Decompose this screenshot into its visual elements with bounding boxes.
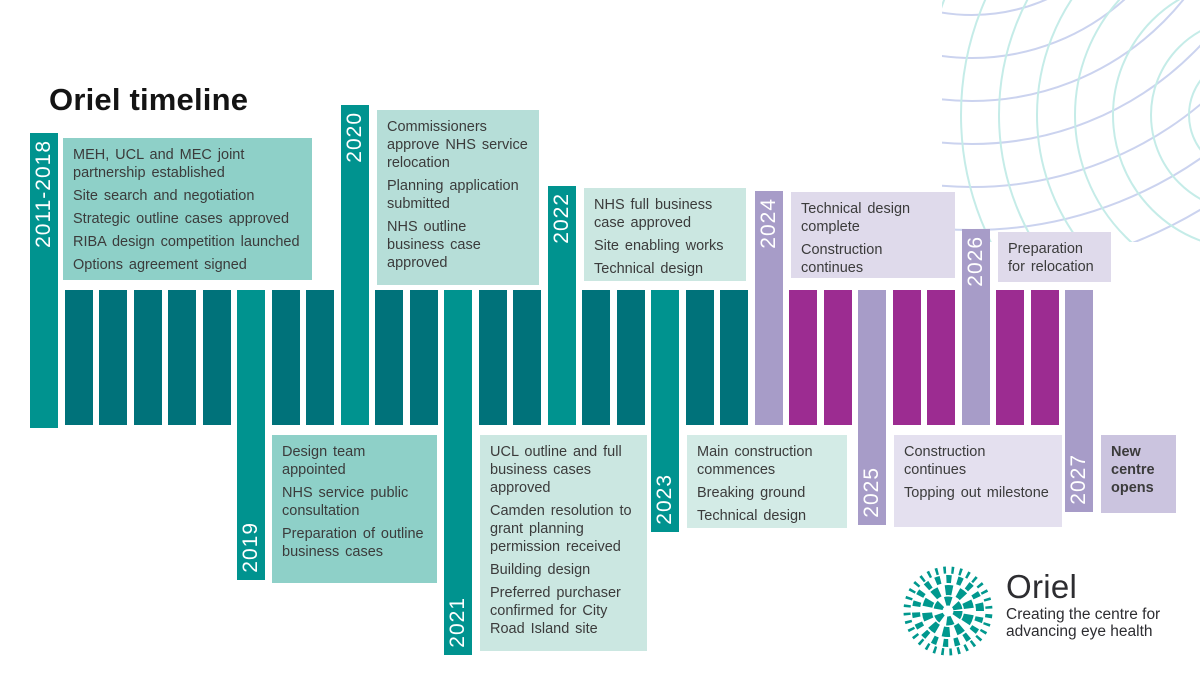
year-label: 2026: [964, 236, 987, 287]
milestone-item: Technical design: [697, 507, 807, 524]
milestone-item: UCL outline and full business cases appr…: [490, 444, 622, 496]
milestone-item: Site enabling works: [594, 237, 724, 254]
timeline-bar: [99, 290, 127, 425]
milestone-item: Breaking ground: [697, 484, 806, 501]
milestone-item: Planning application submitted: [387, 177, 519, 212]
milestone-item: NHS outline business case approved: [387, 218, 481, 271]
timeline-bar: [203, 290, 231, 425]
milestone-item: MEH, UCL and MEC joint partnership estab…: [73, 147, 245, 181]
timeline-bar: [479, 290, 507, 425]
milestone-box-2020: Commissioners approve NHS service reloca…: [377, 110, 539, 285]
milestone-item: Camden resolution to grant planning perm…: [490, 502, 632, 555]
oriel-logo-mark-icon: [903, 566, 993, 656]
year-label: 2025: [860, 467, 883, 518]
oriel-logo-text: Oriel Creating the centre for advancing …: [1006, 566, 1160, 641]
milestone-item: NHS full business case approved: [594, 197, 713, 231]
milestone-box-2026: Preparation for relocation: [998, 232, 1111, 282]
milestone-item: Building design: [490, 561, 591, 578]
year-label: 2020: [343, 112, 366, 163]
year-column-2024: 2024: [755, 191, 783, 425]
timeline-bar: [582, 290, 610, 425]
milestone-item: RIBA design competition launched: [73, 233, 300, 250]
timeline-bar: [893, 290, 921, 425]
milestone-item: Construction continues: [904, 444, 986, 478]
milestone-box-2022: NHS full business case approved Site ena…: [584, 188, 746, 281]
year-column-2025: 2025: [858, 290, 886, 525]
milestone-item: Design team appointed: [282, 444, 366, 478]
timeline-bar: [927, 290, 955, 425]
timeline-bar: [65, 290, 93, 425]
milestone-item: Preparation of outline business cases: [282, 525, 424, 560]
timeline-bar: [513, 290, 541, 425]
timeline-bar: [134, 290, 162, 425]
timeline-bar: [686, 290, 714, 425]
year-column-2021: 2021: [444, 290, 472, 655]
milestone-item: Site search and negotiation: [73, 187, 255, 204]
milestone-box-2011-2018: MEH, UCL and MEC joint partnership estab…: [63, 138, 312, 280]
timeline-bar: [617, 290, 645, 425]
milestone-item: Strategic outline cases approved: [73, 210, 290, 227]
milestone-box-2021: UCL outline and full business cases appr…: [480, 435, 647, 651]
milestone-box-2023: Main construction commences Breaking gro…: [687, 435, 847, 528]
timeline-bar: [375, 290, 403, 425]
year-label: 2024: [757, 198, 780, 249]
oriel-logo: Oriel Creating the centre for advancing …: [903, 566, 1160, 656]
milestone-item: NHS service public consultation: [282, 484, 409, 519]
year-label: 2019: [239, 522, 262, 573]
year-column-2026: 2026: [962, 229, 990, 425]
timeline-bar: [996, 290, 1024, 425]
page-title: Oriel timeline: [49, 82, 249, 117]
timeline-bar: [789, 290, 817, 425]
milestone-box-2027: New centre opens: [1101, 435, 1176, 513]
year-label: 2022: [550, 193, 573, 244]
oriel-brand-text: Oriel: [1006, 568, 1078, 605]
milestone-item: Technical design: [594, 260, 704, 277]
milestone-item: Options agreement signed: [73, 256, 247, 273]
milestone-item: Main construction commences: [697, 444, 813, 478]
milestone-item: Topping out milestone: [904, 484, 1049, 501]
milestone-item: Technical design complete: [801, 201, 911, 235]
timeline-bar: [168, 290, 196, 425]
year-label: 2023: [653, 474, 676, 525]
timeline-bar: [272, 290, 300, 425]
milestone-box-2025: Construction continues Topping out miles…: [894, 435, 1062, 527]
timeline-bar: [306, 290, 334, 425]
year-column-2022: 2022: [548, 186, 576, 425]
year-column-2023: 2023: [651, 290, 679, 532]
milestone-item: New centre opens: [1111, 444, 1155, 496]
oriel-tagline-line2: advancing eye health: [1006, 623, 1153, 641]
milestone-item: Preparation for relocation: [1008, 241, 1094, 275]
milestone-box-2024: Technical design complete Construction c…: [791, 192, 955, 278]
year-label: 2021: [446, 597, 469, 648]
year-column-2027: 2027: [1065, 290, 1093, 512]
milestone-item: Commissioners approve NHS service reloca…: [387, 119, 528, 171]
timeline-bar: [720, 290, 748, 425]
oriel-tagline-line1: Creating the centre for: [1006, 606, 1161, 623]
year-column-2011-2018: 2011-2018: [30, 133, 58, 428]
milestone-item: Construction continues: [801, 241, 883, 276]
timeline-bar: [1031, 290, 1059, 425]
year-label: 2011-2018: [32, 140, 55, 248]
year-column-2020: 2020: [341, 105, 369, 425]
year-label: 2027: [1067, 454, 1090, 505]
milestone-item: Preferred purchaser confirmed for City R…: [490, 584, 621, 637]
year-column-2019: 2019: [237, 290, 265, 580]
timeline-bar: [410, 290, 438, 425]
milestone-box-2019: Design team appointed NHS service public…: [272, 435, 437, 583]
timeline-bar: [824, 290, 852, 425]
